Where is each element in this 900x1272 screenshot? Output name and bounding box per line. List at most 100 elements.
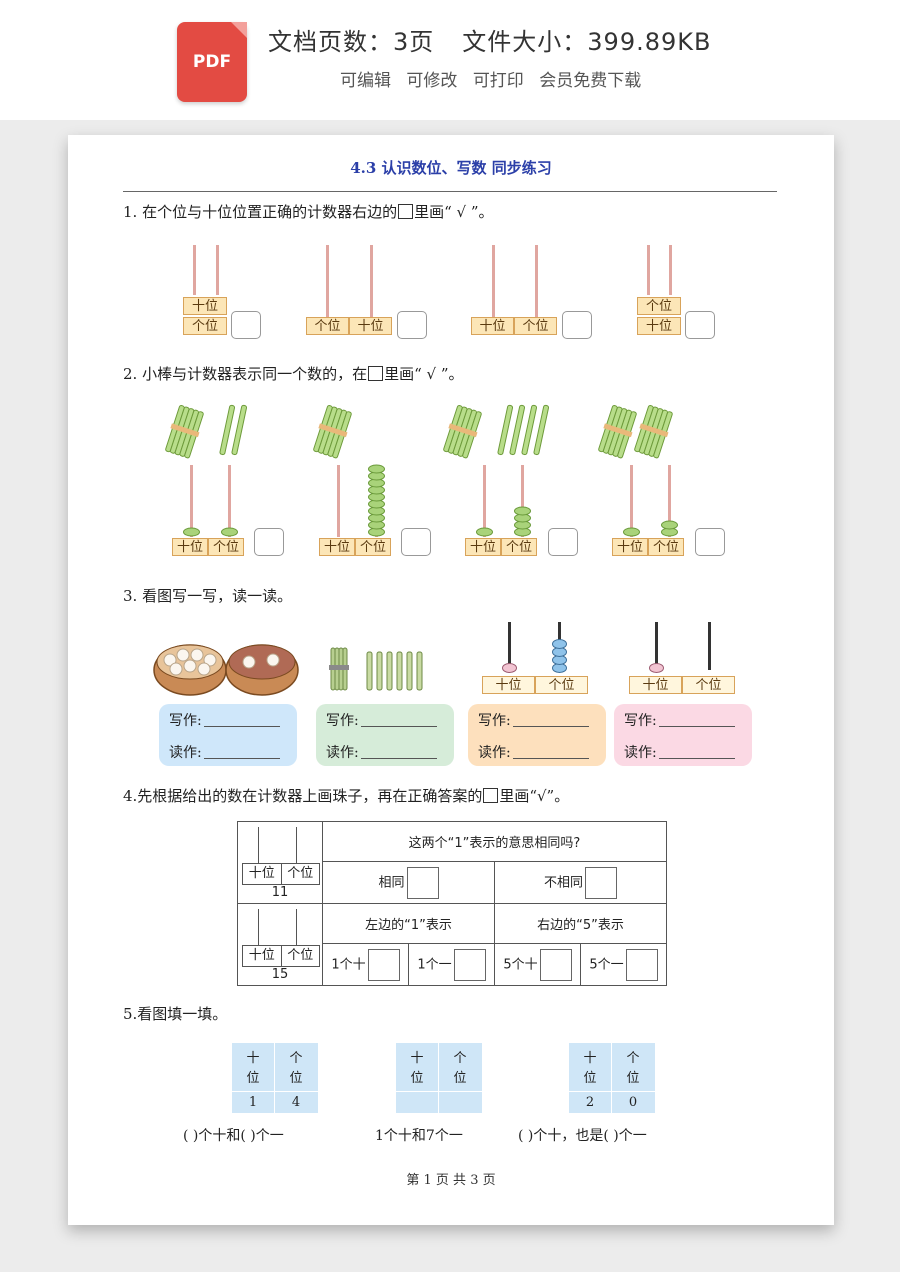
left-one-heading: 左边的“1”表示 bbox=[322, 903, 495, 944]
answer-box[interactable] bbox=[548, 528, 578, 556]
place-label: 个位 bbox=[535, 676, 588, 694]
head-tens: 十 bbox=[583, 1051, 597, 1066]
answer-box[interactable] bbox=[397, 311, 427, 339]
head-tens: 十 bbox=[246, 1051, 260, 1066]
number-15: 15 bbox=[271, 966, 289, 982]
head-ones: 位 bbox=[289, 1071, 303, 1086]
option-1-ten: 1个十 bbox=[322, 943, 409, 986]
read-blank[interactable] bbox=[512, 758, 589, 759]
answer-box[interactable] bbox=[231, 311, 261, 339]
place-label: 个位 bbox=[183, 317, 227, 335]
document-title: 4.3 认识数位、写数 同步练习 bbox=[350, 159, 552, 177]
single-stick bbox=[521, 404, 538, 456]
checkbox-symbol bbox=[398, 204, 414, 219]
place-label: 个位 bbox=[208, 538, 244, 556]
single-stick bbox=[497, 404, 514, 456]
ones-value: 0 bbox=[628, 1095, 638, 1110]
write-blank[interactable] bbox=[203, 726, 280, 727]
rod[interactable] bbox=[258, 826, 259, 863]
rod[interactable] bbox=[296, 826, 297, 863]
option-label: 5个一 bbox=[589, 957, 624, 972]
ones-bead bbox=[552, 639, 567, 649]
place-label: 十位 bbox=[183, 297, 227, 315]
write-blank[interactable] bbox=[512, 726, 589, 727]
write-blank[interactable] bbox=[658, 726, 735, 727]
rod bbox=[228, 465, 231, 537]
feature-list: 可编辑 可修改 可打印 会员免费下载 bbox=[340, 66, 651, 91]
q4-question: 这两个“1”表示的意思相同吗? bbox=[322, 821, 667, 862]
answer-card-3: 写作: 读作: bbox=[468, 704, 606, 766]
counter-11-cell: 十位 个位 11 bbox=[237, 821, 323, 904]
q3-pictures bbox=[153, 644, 423, 696]
ones-bead bbox=[368, 464, 385, 474]
answer-card-1: 写作: 读作: bbox=[159, 704, 297, 766]
place-label: 十位 bbox=[465, 538, 501, 556]
answer-box[interactable] bbox=[562, 311, 592, 339]
rod[interactable] bbox=[258, 908, 259, 945]
rod bbox=[483, 465, 486, 537]
rod bbox=[326, 245, 329, 317]
rod bbox=[216, 245, 219, 295]
bundle-band bbox=[639, 423, 669, 438]
read-blank[interactable] bbox=[360, 758, 437, 759]
fill-1[interactable]: ( )个十和( )个一 bbox=[183, 1128, 284, 1144]
place-value-table-2: 十 位 个 位 bbox=[396, 1043, 482, 1113]
stick-bundle-icon bbox=[313, 405, 352, 459]
write-label: 写作: bbox=[624, 713, 657, 729]
page-footer: 第 1 页 共 3 页 bbox=[406, 1173, 496, 1188]
option-label: 1个十 bbox=[331, 957, 366, 972]
question-3-prompt: 3. 看图写一写，读一读。 bbox=[123, 587, 293, 605]
bundle-band bbox=[318, 423, 348, 438]
number-11: 11 bbox=[271, 884, 289, 900]
place-label: 个位 bbox=[287, 865, 314, 881]
fill-3[interactable]: ( )个十，也是( )个一 bbox=[518, 1128, 647, 1144]
question-4-text: 4.先根据给出的数在计数器上画珠子，再在正确答案的 bbox=[123, 787, 483, 805]
rod bbox=[655, 622, 658, 670]
stick bbox=[509, 404, 526, 456]
read-blank[interactable] bbox=[203, 758, 280, 759]
place-label: 个位 bbox=[501, 538, 537, 556]
answer-box[interactable] bbox=[453, 948, 486, 981]
not-same-answer-box[interactable] bbox=[585, 866, 617, 899]
feature-modifiable: 可修改 bbox=[406, 71, 458, 91]
answer-box[interactable] bbox=[254, 528, 284, 556]
question-4-prompt: 4.先根据给出的数在计数器上画珠子，再在正确答案的里画“√”。 bbox=[123, 785, 569, 806]
checkbox-symbol bbox=[483, 788, 499, 803]
write-blank[interactable] bbox=[360, 726, 437, 727]
answer-box[interactable] bbox=[625, 948, 658, 981]
right-five-heading: 右边的“5”表示 bbox=[494, 903, 667, 944]
answer-box[interactable] bbox=[367, 948, 400, 981]
single-sticks bbox=[366, 651, 423, 691]
rod[interactable] bbox=[296, 908, 297, 945]
answer-box[interactable] bbox=[695, 528, 725, 556]
file-size: 文件大小：399.89KB bbox=[462, 28, 712, 56]
place-label: 个位 bbox=[514, 317, 557, 335]
place-label: 个位 bbox=[306, 317, 349, 335]
place-label: 十位 bbox=[243, 863, 282, 884]
read-blank[interactable] bbox=[658, 758, 735, 759]
answer-box[interactable] bbox=[401, 528, 431, 556]
place-label: 个位 bbox=[287, 947, 314, 963]
place-value-table-1: 十 位 个 位 1 4 bbox=[232, 1043, 318, 1113]
download-header: PDF 文档页数：3页文件大小：399.89KB 可编辑 可修改 可打印 会员免… bbox=[0, 0, 900, 120]
place-label: 个位 bbox=[637, 297, 681, 315]
rod bbox=[370, 245, 373, 317]
same-answer-box[interactable] bbox=[406, 866, 439, 899]
stick bbox=[533, 404, 550, 456]
option-label: 1个一 bbox=[417, 957, 452, 972]
place-label: 个位 bbox=[648, 538, 684, 556]
bundle-band bbox=[170, 423, 200, 438]
question-2-prompt: 2. 小棒与计数器表示同一个数的，在里画“ √ ”。 bbox=[123, 363, 464, 384]
feature-member-download[interactable]: 会员免费下载 bbox=[539, 71, 642, 91]
head-ones: 个 bbox=[453, 1051, 467, 1066]
not-same-label: 不相同 bbox=[543, 875, 583, 890]
bundle-band bbox=[603, 423, 633, 438]
file-info: 文档页数：3页文件大小：399.89KB bbox=[268, 22, 711, 57]
rod bbox=[521, 465, 524, 537]
rod bbox=[630, 465, 633, 537]
stick-bundle-icon bbox=[634, 405, 673, 459]
same-option: 相同 bbox=[322, 861, 495, 904]
answer-box[interactable] bbox=[539, 948, 572, 981]
stick-bundle-icon bbox=[165, 405, 204, 459]
answer-box[interactable] bbox=[685, 311, 715, 339]
